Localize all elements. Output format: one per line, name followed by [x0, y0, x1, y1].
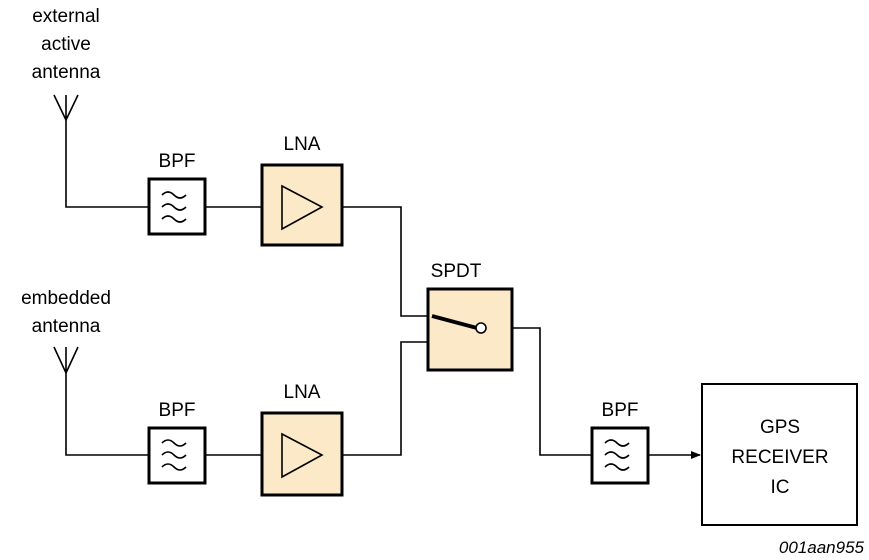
lna-top: LNA: [260, 134, 344, 247]
external-antenna-label-line-3: antenna: [32, 62, 101, 83]
embedded-antenna-label: embedded antenna: [21, 288, 111, 337]
bpf-output-label: BPF: [602, 400, 639, 421]
figure-reference: 001aan955: [779, 538, 865, 557]
external-antenna-label: external active antenna: [32, 6, 101, 83]
bpf-top-filter-icon: [161, 191, 187, 223]
bpf-output-filter-icon: [604, 439, 630, 471]
spdt-switch: SPDT: [426, 261, 514, 372]
embedded-antenna-label-line-2: antenna: [32, 316, 101, 337]
lna-bottom-label: LNA: [284, 382, 321, 403]
spdt-pivot-icon: [475, 322, 487, 334]
external-antenna-icon: [53, 94, 79, 122]
external-antenna-label-line-2: active: [41, 34, 91, 55]
gps-label-line-2: RECEIVER: [731, 447, 828, 468]
bpf-output: BPF: [590, 400, 650, 485]
gps-receiver-ic: GPS RECEIVER IC: [701, 383, 858, 526]
amplifier-top-triangle-icon: [281, 184, 324, 231]
lna-top-label: LNA: [284, 134, 321, 155]
wire-antenna-top-to-bpf: [65, 120, 148, 208]
bpf-top-label: BPF: [159, 151, 196, 172]
gps-label-line-3: IC: [771, 477, 790, 498]
gps-label-line-1: GPS: [760, 417, 800, 438]
embedded-antenna-icon: [53, 346, 79, 375]
bpf-bottom-filter-icon: [161, 439, 187, 471]
external-antenna-label-line-1: external: [32, 6, 100, 27]
bpf-bottom-label: BPF: [159, 400, 196, 421]
bpf-top: BPF: [147, 151, 207, 236]
embedded-antenna-label-line-1: embedded: [21, 288, 111, 309]
spdt-label: SPDT: [431, 261, 482, 282]
wire-lna-top-to-spdt: [342, 206, 428, 317]
lna-bottom: LNA: [260, 382, 344, 497]
amplifier-bottom-triangle-icon: [281, 432, 324, 479]
bpf-bottom: BPF: [147, 400, 207, 485]
spdt-switch-arm: [431, 314, 478, 330]
wire-lna-bottom-to-spdt: [342, 341, 428, 456]
wire-antenna-bottom-to-bpf: [65, 373, 148, 456]
